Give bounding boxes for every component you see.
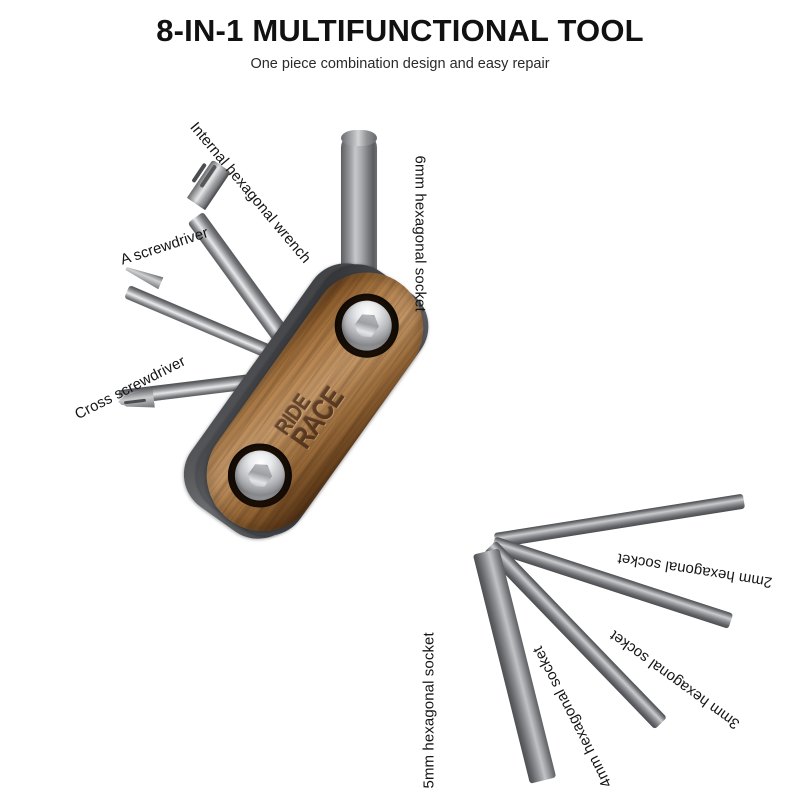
label-5mm-hexagonal-socket: 5mm hexagonal socket (420, 632, 438, 789)
label-6mm-hexagonal-socket: 6mm hexagonal socket (411, 155, 429, 312)
label-a-screwdriver: A screwdriver (118, 224, 211, 269)
brand-logo-engraving: RIDE RACE (260, 345, 374, 462)
header: 8-IN-1 MULTIFUNCTIONAL TOOL One piece co… (0, 0, 800, 73)
brand-line-ride: RIDE (271, 390, 317, 441)
tool-2mm-hexagonal-socket (493, 493, 746, 548)
page-title: 8-IN-1 MULTIFUNCTIONAL TOOL (156, 13, 644, 48)
tool-6mm-socket-top-cap (341, 130, 377, 146)
brand-line-race: RACE (284, 381, 351, 455)
page-subtitle: One piece combination design and easy re… (250, 56, 550, 73)
